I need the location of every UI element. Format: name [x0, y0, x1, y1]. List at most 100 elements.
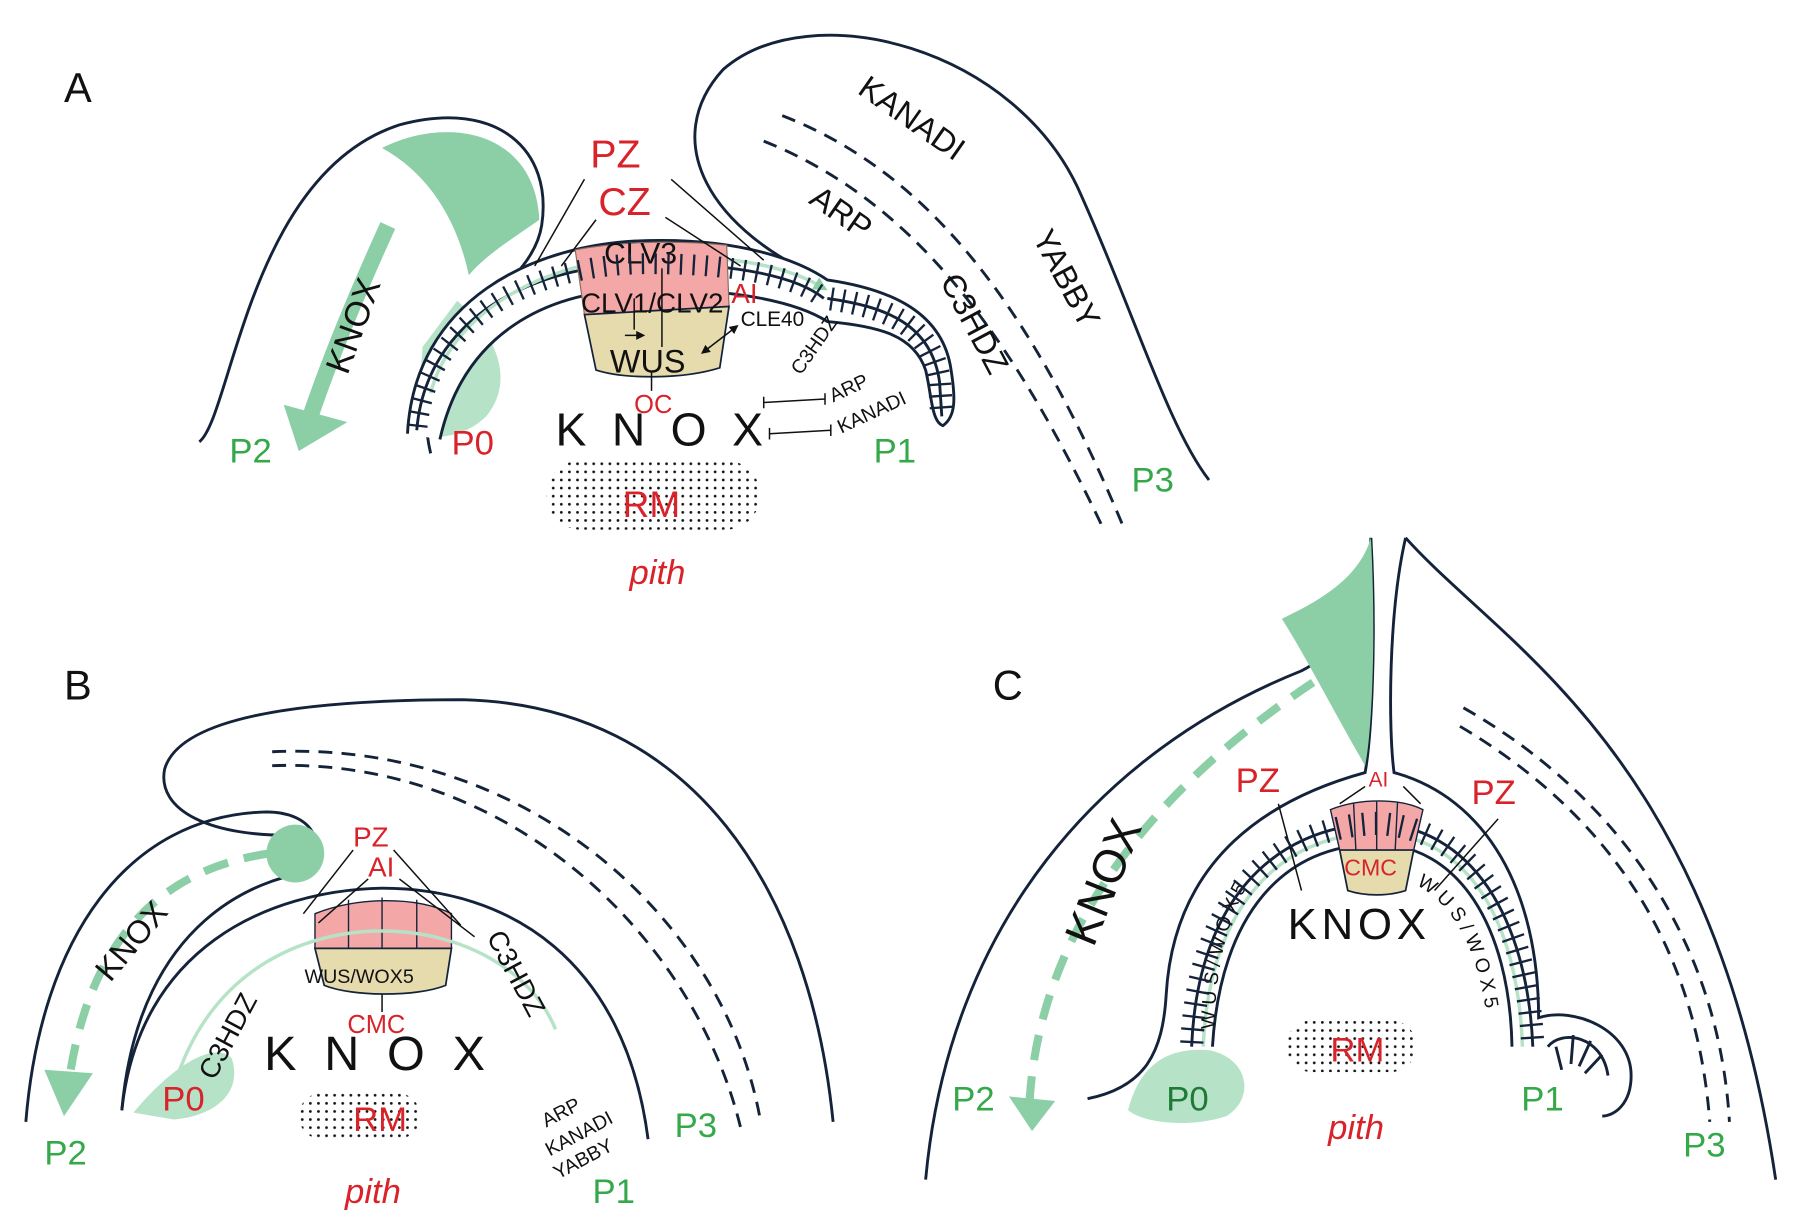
leaf-boundary-dashed-1 — [781, 114, 1126, 531]
cell-hatch-marks — [406, 253, 1544, 1044]
leader-lines-a — [534, 178, 765, 391]
zone-pz-right-c: PZ — [1472, 774, 1516, 812]
cell-wall-mark — [589, 257, 596, 279]
cell-wall-mark — [1225, 890, 1246, 906]
cell-wall-mark — [1188, 975, 1212, 983]
cell-wall-mark — [1408, 818, 1419, 842]
cell-wall-mark — [1486, 896, 1509, 910]
zone-ai-a: AI — [731, 278, 757, 309]
gene-kanadi-outer-a: KANADI — [852, 69, 971, 168]
knox-arrow-a — [302, 222, 396, 419]
zone-pith-b: pith — [344, 1173, 401, 1211]
cell-wall-mark — [1251, 859, 1269, 879]
cle40-wus-arrow — [700, 325, 739, 354]
cell-wall-mark — [1397, 814, 1405, 839]
cell-wall-mark — [1516, 996, 1540, 1003]
p2-leaf-b — [24, 810, 318, 1122]
zone-rm-c: RM — [1330, 1032, 1384, 1070]
cell-wall-mark — [1233, 879, 1253, 896]
cell-wall-mark — [411, 396, 433, 405]
cell-wall-mark — [1284, 835, 1298, 858]
cell-wall-mark — [840, 289, 847, 313]
cell-wall-mark — [406, 423, 428, 428]
cell-wall-mark — [628, 253, 632, 275]
cell-wall-mark — [490, 292, 504, 312]
gene-knox-center-a: KNOX — [556, 403, 789, 455]
gene-cle40: CLE40 — [741, 308, 805, 331]
primordium-p0-b: P0 — [162, 1080, 204, 1118]
cell-wall-mark — [1492, 908, 1515, 921]
panel-c-label: C — [993, 662, 1023, 709]
cell-wall-mark — [1501, 933, 1525, 944]
cell-wall-mark — [777, 268, 786, 289]
cell-wall-mark — [1514, 983, 1538, 991]
zone-pz-a: PZ — [590, 133, 640, 177]
cell-wall-mark — [576, 259, 583, 281]
rib-meristem-b — [298, 1092, 421, 1140]
cell-wall-mark — [1430, 829, 1444, 851]
zone-pith-a: pith — [629, 554, 686, 592]
cell-wall-mark — [923, 356, 947, 367]
primordium-p1-b: P1 — [593, 1173, 635, 1211]
cell-wall-mark — [1261, 850, 1278, 871]
oc-cells-a — [583, 305, 731, 378]
cell-wall-mark — [602, 255, 608, 277]
panel-c: C CMC AI PZ PZ W U S / W O X 5 KNOX KNOX… — [924, 536, 1778, 1180]
cell-wall-mark — [420, 371, 441, 382]
cell-wall-mark — [928, 394, 953, 398]
cell-wall-mark — [1182, 1014, 1206, 1020]
cell-wall-mark — [440, 336, 459, 352]
zone-cz-a: CZ — [598, 180, 650, 224]
cell-wall-mark — [716, 256, 722, 278]
cell-wall-mark — [1386, 812, 1392, 837]
gene-c3hdz-right-b: C3HDZ — [481, 925, 552, 1021]
knox-dashed-arrow-b — [65, 849, 270, 1077]
gene-yabby-outer-a: YABBY — [1026, 223, 1107, 333]
gene-wus-wox5-b: WUS/WOX5 — [305, 966, 414, 988]
cell-wall-mark — [1497, 920, 1520, 932]
cell-wall-mark — [1192, 962, 1215, 972]
cell-wall-mark — [458, 316, 475, 334]
cell-wall-mark — [1520, 1035, 1544, 1040]
primordium-p1-c: P1 — [1521, 1080, 1563, 1118]
cell-wall-mark — [551, 266, 560, 287]
primordium-p2-b: P2 — [44, 1135, 86, 1173]
knox-domain-p0-b — [133, 1052, 235, 1120]
cell-wall-mark — [1347, 814, 1354, 838]
gene-clv1-clv2: CLV1/CLV2 — [581, 287, 723, 318]
gene-arp-inner-a: ARP — [826, 370, 872, 407]
cell-wall-mark — [729, 257, 735, 279]
cell-wall-mark — [1200, 937, 1223, 948]
gene-wus-a: WUS — [610, 343, 686, 379]
cell-wall-mark — [861, 294, 871, 318]
primordium-p2-a: P2 — [229, 433, 271, 471]
cell-wall-mark — [850, 291, 859, 315]
cell-wall-mark — [679, 253, 683, 275]
zone-rm-a: RM — [623, 484, 681, 525]
rib-meristem-a — [546, 460, 761, 530]
pz-cells-b — [314, 897, 453, 950]
cell-wall-mark — [1519, 1022, 1544, 1028]
zone-oc-a: OC — [634, 391, 672, 419]
leaf-boundary-dashed-b1 — [272, 749, 762, 1120]
primordium-p1-a: P1 — [874, 433, 916, 471]
rib-meristem-c — [1286, 1020, 1417, 1073]
panel-b: B PZ AI CMC WUS/WOX5 KNOX C3HDZ C3HDZ KN… — [24, 662, 835, 1211]
cell-wall-mark — [928, 382, 952, 387]
zone-pz-left-c: PZ — [1236, 762, 1280, 800]
cz-pz-cells-a — [574, 241, 730, 316]
cell-wall-mark — [1321, 820, 1331, 843]
cell-wall-mark — [1512, 971, 1536, 979]
cell-wall-mark — [829, 287, 835, 311]
knox-domain-p2-b — [266, 824, 325, 883]
cell-wall-mark — [513, 280, 525, 300]
cell-wall-mark — [1440, 836, 1456, 857]
cell-wall-mark — [1509, 958, 1533, 967]
knox-dashed-arrow-c — [1025, 678, 1316, 1099]
gene-knox-center-b: KNOX — [264, 1027, 513, 1081]
gene-knox-center-c: KNOX — [1288, 900, 1431, 949]
knox-domain-p2-c — [1281, 537, 1374, 766]
knox-arrowhead-c — [1008, 1096, 1056, 1132]
cell-wall-mark — [913, 333, 935, 350]
